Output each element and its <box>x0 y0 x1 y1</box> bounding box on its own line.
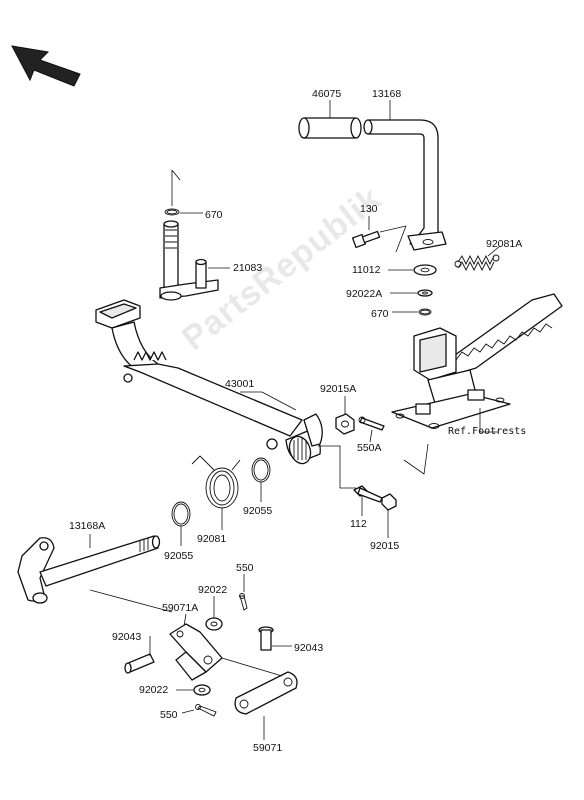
part-92055-oring-right <box>251 457 271 483</box>
part-number-92081A: 92081A <box>486 238 523 250</box>
part-number-92081: 92081 <box>197 533 227 545</box>
part-number-43001: 43001 <box>225 378 255 390</box>
part-13168A-shaft <box>17 535 161 604</box>
part-92022-washer-bottom <box>193 684 211 696</box>
part-number-670-top: 670 <box>205 209 223 221</box>
part-number-112: 112 <box>350 518 367 530</box>
part-112-bolt <box>353 485 383 503</box>
part-550-pin-top <box>239 593 248 611</box>
part-21083-shaft <box>159 220 219 301</box>
part-number-550A: 550A <box>357 442 382 454</box>
part-46075-grip <box>298 117 362 139</box>
part-130-bolt <box>351 230 381 249</box>
part-number-92015: 92015 <box>370 540 400 552</box>
part-92043-pin-right <box>258 626 274 651</box>
part-number-550-bottom: 550 <box>160 709 178 721</box>
part-550-pin-bottom <box>195 704 217 717</box>
part-number-130: 130 <box>360 203 378 215</box>
part-92022-washer-top <box>205 617 223 631</box>
part-13168-step-bar <box>363 119 447 251</box>
part-number-92043-right: 92043 <box>294 642 324 654</box>
part-92055-oring-left <box>171 501 191 527</box>
reference-footrests-label: Ref.Footrests <box>448 426 527 437</box>
part-number-46075: 46075 <box>312 88 342 100</box>
part-92015A-nut <box>335 413 355 435</box>
part-92022A-washer <box>417 289 433 297</box>
part-number-670-mid: 670 <box>371 308 389 320</box>
part-92043-pin-left <box>124 653 155 674</box>
part-number-92055-right: 92055 <box>243 505 273 517</box>
part-number-13168: 13168 <box>372 88 402 100</box>
part-number-92043-left: 92043 <box>112 631 142 643</box>
part-43001-brake-pedal <box>95 299 323 465</box>
part-92081-spring <box>191 455 241 509</box>
part-670-oring-mid <box>418 308 432 316</box>
part-number-13168A: 13168A <box>69 520 106 532</box>
part-670-oring-top <box>164 208 180 216</box>
direction-arrow-icon <box>11 45 81 87</box>
part-number-92022-bottom: 92022 <box>139 684 169 696</box>
part-number-21083: 21083 <box>233 262 263 274</box>
part-number-59071: 59071 <box>253 742 283 754</box>
part-number-92022-top: 92022 <box>198 584 228 596</box>
part-number-11012: 11012 <box>352 264 381 276</box>
part-number-92022A: 92022A <box>346 288 383 300</box>
part-number-92055-left: 92055 <box>164 550 194 562</box>
part-92015-nut <box>381 493 397 511</box>
part-550A-pin <box>358 416 385 431</box>
part-number-92015A: 92015A <box>320 383 357 395</box>
part-11012-washer <box>413 264 437 276</box>
part-number-59071A: 59071A <box>162 602 199 614</box>
part-59071A-lever <box>169 623 223 681</box>
footrest-bracket <box>391 293 563 429</box>
part-59071-link <box>234 671 298 715</box>
part-number-550-top: 550 <box>236 562 254 574</box>
part-92081A-spring <box>454 254 500 272</box>
